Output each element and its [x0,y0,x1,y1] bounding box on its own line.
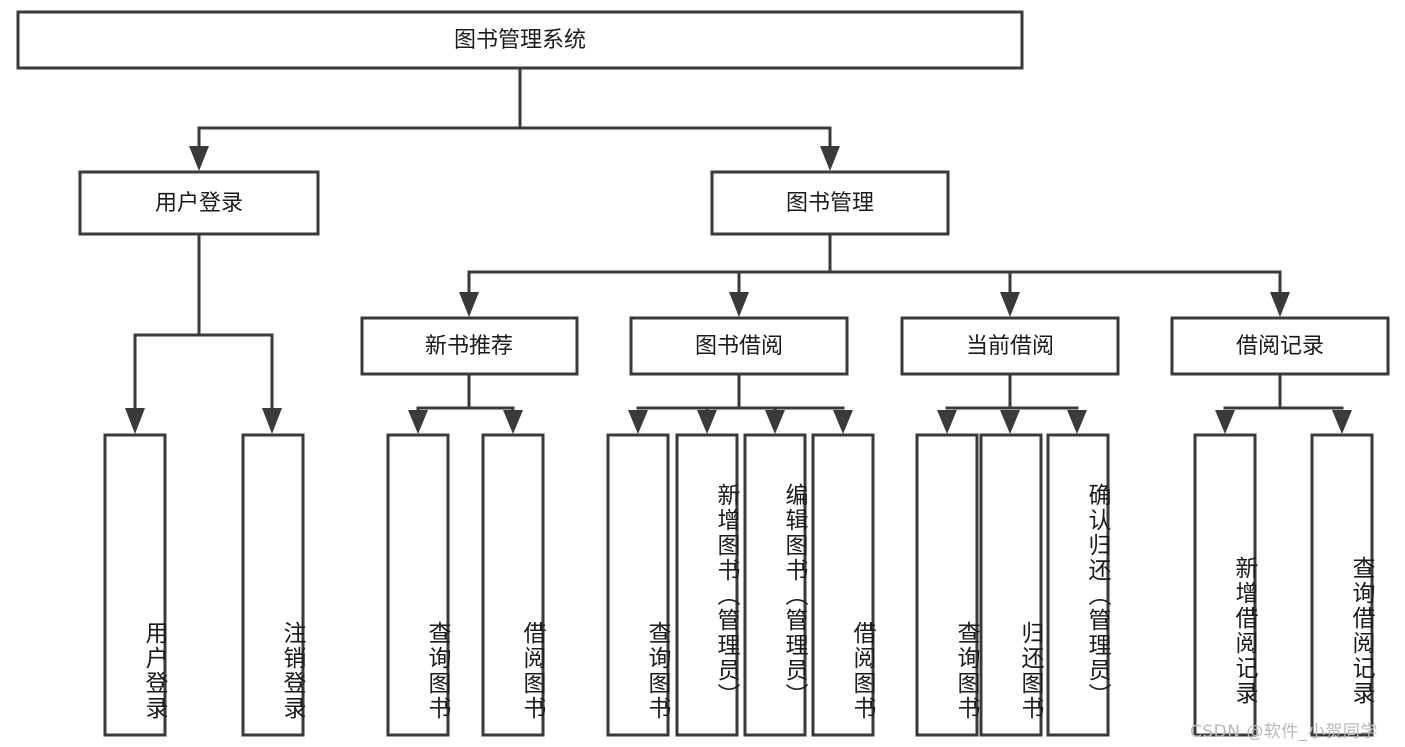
node-leaf-confirm-return[interactable] [1046,433,1110,737]
arrowhead-new-book-recommend [459,292,479,317]
node-new-book-recommend-label: 新书推荐 [425,334,513,359]
node-root[interactable] [16,10,1024,70]
arrowhead-book-borrow [729,292,749,317]
arrowhead-borrow-record [1270,292,1290,317]
node-user-login-label: 用户登录 [155,191,243,216]
arrowhead-leaf-user-login [125,408,145,434]
arrowhead-leaf-query-record [1332,410,1352,434]
node-borrow-record[interactable] [1170,316,1390,376]
node-leaf-add-record[interactable] [1193,433,1257,737]
connector-group-book-manage [459,232,1290,317]
arrowhead-user-login [189,146,209,171]
node-leaf-query-record[interactable] [1310,433,1374,737]
node-book-borrow[interactable] [629,316,849,376]
arrowhead-leaf-edit-book [765,410,785,434]
node-book-borrow-label: 图书借阅 [695,334,783,359]
node-new-book-recommend[interactable] [360,316,579,376]
node-leaf-return-book[interactable] [979,433,1043,737]
connector-group-user-login [125,232,282,434]
node-borrow-record-label: 借阅记录 [1236,334,1324,359]
arrowhead-leaf-add-record [1215,410,1235,434]
connector-group-current-borrow [937,372,1087,434]
node-leaf-borrow-book-2[interactable] [811,433,875,737]
node-book-manage-label: 图书管理 [786,191,874,216]
node-user-login[interactable] [78,170,320,236]
arrowhead-leaf-return-book [1000,410,1020,434]
node-leaf-user-login[interactable] [103,433,167,737]
arrowhead-leaf-confirm-return [1067,410,1087,434]
node-leaf-add-book[interactable] [675,433,739,737]
connector-group-new-book-recommend [408,372,523,434]
arrowhead-current-borrow [1000,292,1020,317]
node-leaf-query-book-3[interactable] [915,433,979,737]
node-leaf-logout-login[interactable] [241,433,305,737]
arrowhead-leaf-borrow-book-2 [833,410,853,434]
watermark-text: CSDN @软件_小贺同学 [1190,722,1378,742]
arrowhead-book-manage [820,146,840,171]
connector-group-borrow-record [1215,372,1352,434]
arrowhead-leaf-borrow-book-1 [503,410,523,434]
arrowhead-leaf-add-book [697,410,717,434]
node-leaf-query-book-2[interactable] [606,433,670,737]
node-current-borrow-label: 当前借阅 [966,334,1054,359]
arrowhead-leaf-query-book-3 [937,410,957,434]
connector-group-root [189,66,840,171]
node-current-borrow[interactable] [900,316,1120,376]
node-leaf-edit-book[interactable] [743,433,807,737]
arrowhead-leaf-logout-login [262,408,282,434]
connector-group-book-borrow [628,372,853,434]
arrowhead-leaf-query-book-1 [408,410,428,434]
node-leaf-query-book-1[interactable] [386,433,450,737]
node-leaf-borrow-book-1[interactable] [481,433,545,737]
node-book-manage[interactable] [710,170,950,236]
node-root-label: 图书管理系统 [454,28,586,53]
arrowhead-leaf-query-book-2 [628,410,648,434]
